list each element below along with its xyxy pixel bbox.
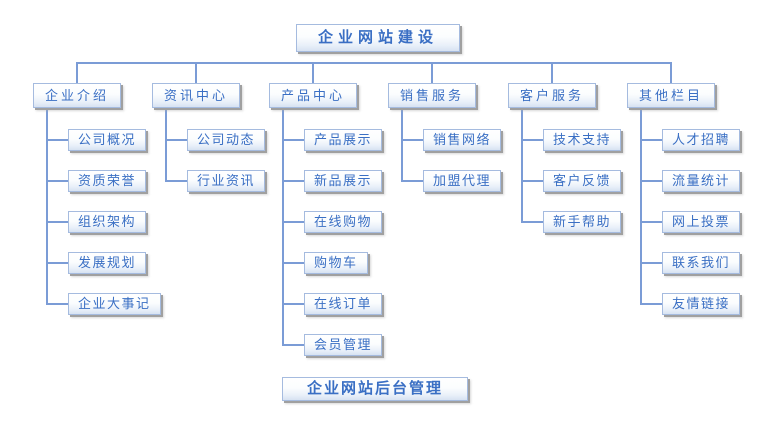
leaf-node-6-2[interactable]: 流量统计: [662, 170, 741, 192]
leaf-node-2-1[interactable]: 公司动态: [187, 129, 266, 151]
trunk-6: [640, 108, 642, 305]
rail-drop-5: [551, 62, 553, 83]
leaf-node-2-2[interactable]: 行业资讯: [187, 170, 266, 192]
leaf-node-5-1[interactable]: 技术支持: [543, 129, 622, 151]
branch-6-5: [640, 303, 662, 305]
rail-drop-4: [431, 62, 433, 83]
leaf-node-6-4[interactable]: 联系我们: [662, 252, 741, 274]
leaf-node-1-1[interactable]: 公司概况: [68, 129, 147, 151]
leaf-node-6-1[interactable]: 人才招聘: [662, 129, 741, 151]
leaf-node-4-2[interactable]: 加盟代理: [423, 170, 502, 192]
trunk-4: [401, 108, 403, 182]
leaf-node-3-3[interactable]: 在线购物: [304, 211, 383, 233]
branch-2-2: [165, 180, 187, 182]
branch-3-2: [282, 180, 304, 182]
trunk-1: [46, 108, 48, 305]
branch-1-3: [46, 221, 68, 223]
branch-6-1: [640, 139, 662, 141]
branch-4-2: [401, 180, 423, 182]
leaf-node-6-3[interactable]: 网上投票: [662, 211, 741, 233]
branch-1-5: [46, 303, 68, 305]
branch-3-6: [282, 344, 304, 346]
branch-5-3: [521, 221, 543, 223]
category-node-1[interactable]: 企业介绍: [33, 83, 121, 108]
branch-3-4: [282, 262, 304, 264]
rail-drop-2: [195, 62, 197, 83]
branch-4-1: [401, 139, 423, 141]
leaf-node-3-2[interactable]: 新品展示: [304, 170, 383, 192]
leaf-node-5-3[interactable]: 新手帮助: [543, 211, 622, 233]
leaf-node-3-5[interactable]: 在线订单: [304, 293, 383, 315]
category-node-3[interactable]: 产品中心: [269, 83, 357, 108]
category-node-2[interactable]: 资讯中心: [152, 83, 240, 108]
trunk-2: [165, 108, 167, 182]
footer-node[interactable]: 企业网站后台管理: [282, 377, 468, 401]
branch-1-4: [46, 262, 68, 264]
rail-drop-3: [312, 62, 314, 83]
trunk-5: [521, 108, 523, 223]
branch-5-1: [521, 139, 543, 141]
root-node[interactable]: 企业网站建设: [296, 24, 460, 52]
leaf-node-3-1[interactable]: 产品展示: [304, 129, 383, 151]
leaf-node-3-6[interactable]: 会员管理: [304, 334, 383, 356]
rail-horizontal: [76, 62, 672, 64]
leaf-node-1-4[interactable]: 发展规划: [68, 252, 147, 274]
branch-6-4: [640, 262, 662, 264]
trunk-3: [282, 108, 284, 346]
leaf-node-4-1[interactable]: 销售网络: [423, 129, 502, 151]
branch-6-3: [640, 221, 662, 223]
branch-1-1: [46, 139, 68, 141]
category-node-5[interactable]: 客户服务: [508, 83, 596, 108]
rail-drop-1: [76, 62, 78, 83]
branch-5-2: [521, 180, 543, 182]
branch-3-1: [282, 139, 304, 141]
leaf-node-1-3[interactable]: 组织架构: [68, 211, 147, 233]
branch-3-5: [282, 303, 304, 305]
branch-1-2: [46, 180, 68, 182]
branch-6-2: [640, 180, 662, 182]
leaf-node-3-4[interactable]: 购物车: [304, 252, 368, 274]
leaf-node-5-2[interactable]: 客户反馈: [543, 170, 622, 192]
branch-3-3: [282, 221, 304, 223]
category-node-4[interactable]: 销售服务: [388, 83, 476, 108]
category-node-6[interactable]: 其他栏目: [627, 83, 715, 108]
branch-2-1: [165, 139, 187, 141]
rail-drop-6: [670, 62, 672, 83]
leaf-node-1-2[interactable]: 资质荣誉: [68, 170, 147, 192]
leaf-node-6-5[interactable]: 友情链接: [662, 293, 741, 315]
leaf-node-1-5[interactable]: 企业大事记: [68, 293, 161, 315]
